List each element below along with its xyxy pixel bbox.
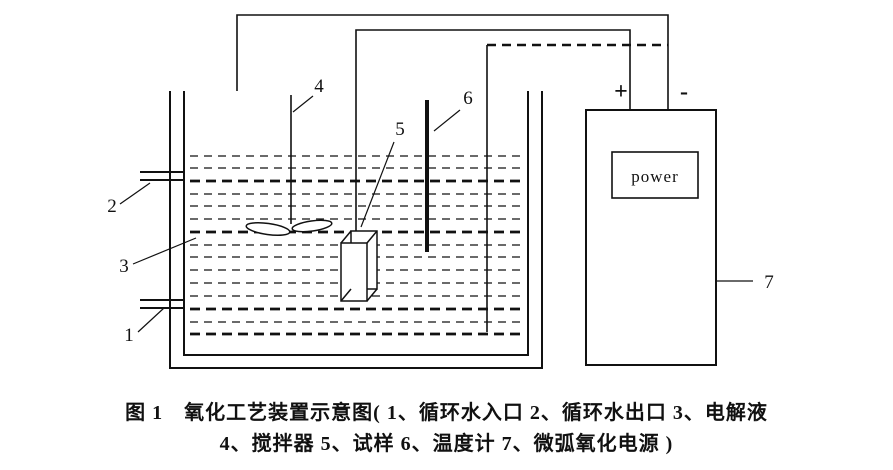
power-display-panel bbox=[611, 151, 699, 199]
leader-line-5 bbox=[360, 141, 395, 228]
leader-line-1 bbox=[137, 307, 165, 333]
anode-wire-to-sample bbox=[355, 29, 631, 232]
minus-terminal-label: - bbox=[680, 79, 688, 105]
stirrer-blade-right bbox=[291, 219, 333, 233]
sample-front-face bbox=[340, 242, 368, 302]
caption-line-1: 图 1 氧化工艺装置示意图( 1、循环水入口 2、循环水出口 3、电解液 bbox=[125, 402, 768, 424]
caption-line-2: 4、搅拌器 5、试样 6、温度计 7、微弧氧化电源 ) bbox=[219, 433, 674, 455]
label-4: 4 bbox=[314, 76, 324, 97]
power-display-text: power bbox=[631, 167, 678, 186]
leader-line-2 bbox=[119, 182, 151, 205]
plus-terminal-label: + bbox=[614, 79, 628, 105]
sample-edge bbox=[366, 230, 378, 244]
circulating-water-inlet-pipe bbox=[140, 299, 184, 309]
label-7: 7 bbox=[764, 272, 774, 293]
sample-edge bbox=[366, 288, 378, 302]
stirrer-blade-left bbox=[245, 222, 291, 236]
label-1: 1 bbox=[124, 325, 134, 346]
label-6: 6 bbox=[463, 88, 473, 109]
figure-caption: 图 1 氧化工艺装置示意图( 1、循环水入口 2、循环水出口 3、电解液 4、搅… bbox=[0, 398, 893, 460]
leader-line-4 bbox=[292, 95, 314, 113]
sample-edge bbox=[340, 288, 352, 302]
leader-line-3 bbox=[132, 237, 197, 265]
label-2: 2 bbox=[107, 196, 117, 217]
sample-block bbox=[340, 230, 378, 302]
leader-line-6 bbox=[433, 109, 461, 132]
tank-inner-wall bbox=[183, 91, 529, 356]
label-3: 3 bbox=[119, 256, 129, 277]
oxidation-apparatus-schematic: power + - 1 2 3 4 5 6 7 bbox=[107, 14, 774, 369]
sample-edge bbox=[340, 230, 352, 244]
circulating-water-outlet-pipe bbox=[140, 171, 184, 181]
power-supply-box bbox=[585, 109, 717, 366]
label-5: 5 bbox=[395, 119, 405, 140]
cathode-wire bbox=[236, 14, 669, 110]
tank-outer-wall bbox=[169, 91, 543, 369]
